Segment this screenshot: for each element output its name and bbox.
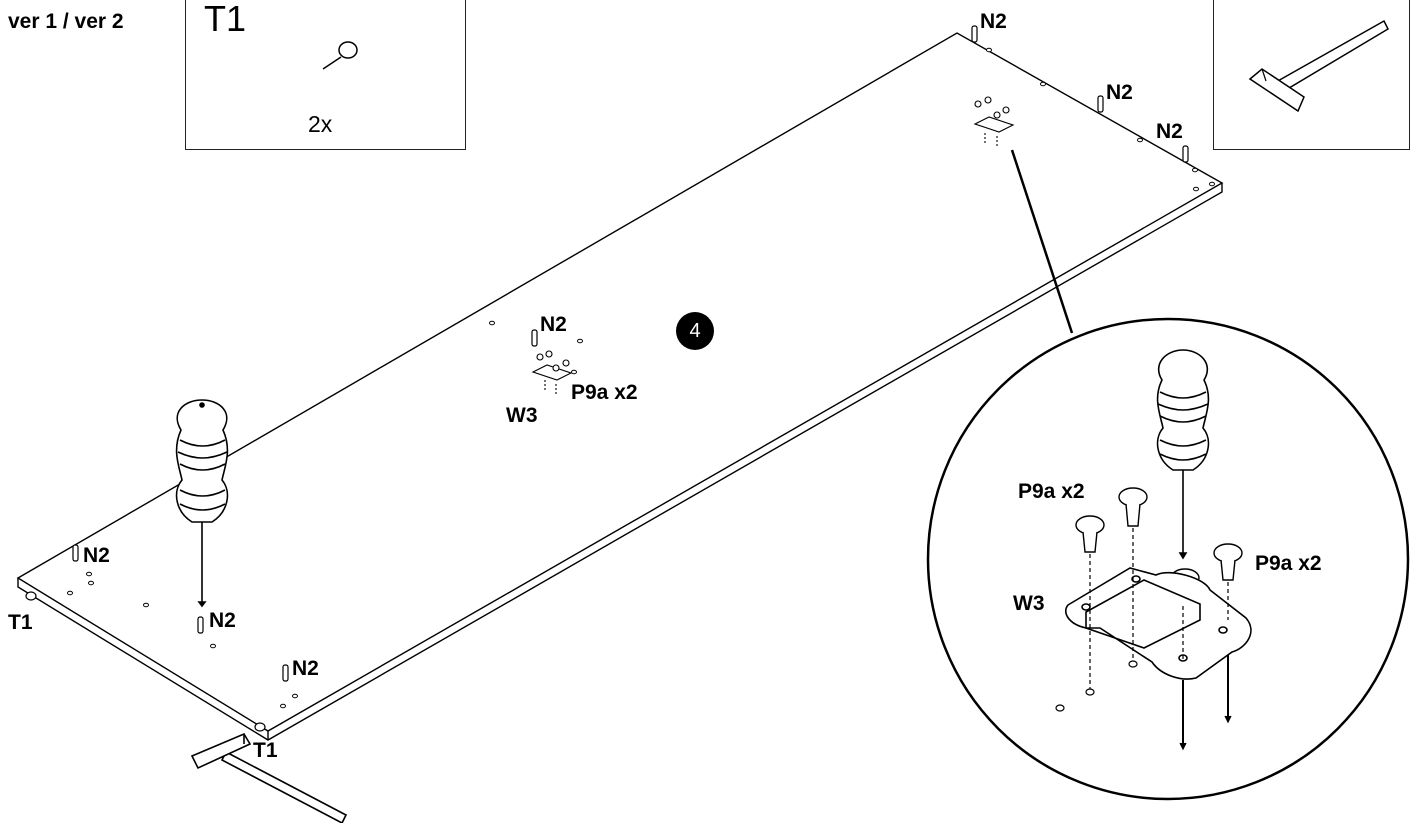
panel-holes: [67, 47, 1215, 709]
label-w3: W3: [1013, 592, 1045, 615]
panel: [16, 32, 1224, 741]
part-code: T1: [204, 0, 247, 39]
label-p9a: P9a x2: [1018, 480, 1085, 503]
magnifier: [926, 317, 1410, 801]
version-label: ver 1 / ver 2: [8, 10, 124, 33]
guide-lines: [1055, 528, 1232, 751]
tack-icon: [25, 591, 266, 732]
label-t1: T1: [253, 739, 278, 762]
label-p9a: P9a x2: [1255, 552, 1322, 575]
label-n2: N2: [1106, 81, 1133, 104]
tack-icon: [322, 41, 358, 70]
bracket-icon: [531, 350, 573, 396]
label-n2: N2: [980, 10, 1007, 33]
label-t1: T1: [8, 611, 33, 634]
label-w3: W3: [506, 404, 538, 427]
step-number: 4: [676, 312, 714, 350]
bracket-icon: [1064, 567, 1252, 680]
hammer-icon: [190, 732, 348, 823]
screwdriver-icon: [1156, 349, 1210, 560]
screwdriver-icon: [175, 399, 229, 608]
dowel-icon: [72, 25, 1189, 682]
bracket-icon: [973, 96, 1015, 148]
label-n2: N2: [83, 544, 110, 567]
label-n2: N2: [209, 609, 236, 632]
tool-box: [1213, 0, 1410, 150]
leader-line: [1010, 149, 1074, 334]
part-quantity: 2x: [308, 111, 333, 137]
hammer-icon: [1248, 19, 1389, 113]
label-p9a: P9a x2: [571, 381, 638, 404]
label-n2: N2: [292, 657, 319, 680]
label-n2: N2: [540, 313, 567, 336]
parts-box: T1 2x: [185, 0, 466, 150]
label-n2: N2: [1156, 120, 1183, 143]
